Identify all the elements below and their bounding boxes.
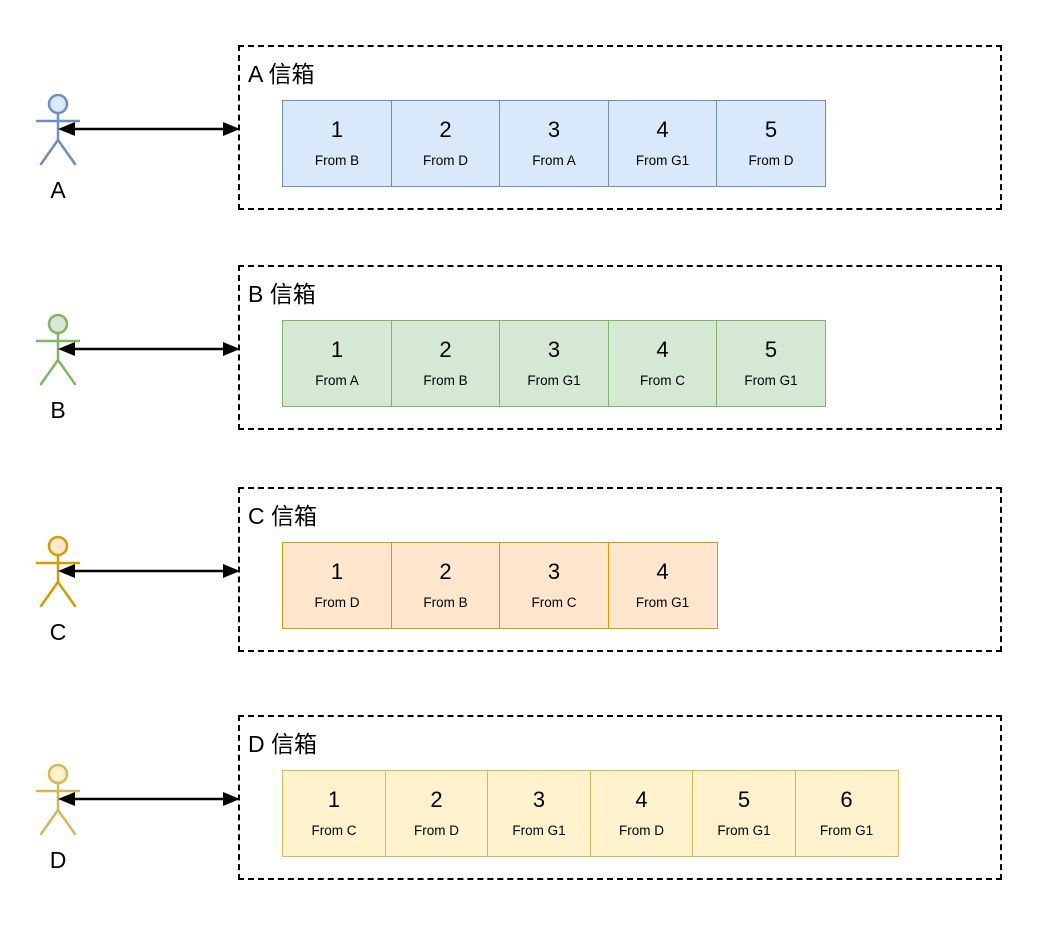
slot-number: 3 bbox=[532, 787, 546, 813]
mailbox-slots: 1 From D 2 From B 3 From C 4 From G1 bbox=[282, 542, 718, 629]
mailbox-slot: 1 From C bbox=[282, 770, 386, 857]
slot-from: From A bbox=[315, 373, 359, 389]
slot-number: 1 bbox=[327, 787, 341, 813]
stick-figure-actor-icon bbox=[35, 763, 81, 836]
slot-from: From G1 bbox=[635, 595, 690, 611]
mailbox-slot: 2 From D bbox=[384, 770, 489, 857]
slot-from: From G1 bbox=[819, 823, 874, 839]
slot-from: From G1 bbox=[744, 373, 798, 389]
slot-number: 5 bbox=[764, 117, 778, 143]
slot-number: 3 bbox=[547, 117, 561, 143]
actor-label: D bbox=[49, 847, 67, 873]
slot-number: 1 bbox=[330, 337, 344, 363]
mailbox-slot: 6 From G1 bbox=[794, 770, 899, 857]
bidirectional-arrow-icon bbox=[58, 342, 240, 356]
mailbox-slot: 4 From G1 bbox=[607, 542, 718, 629]
mailbox-title: C 信箱 bbox=[248, 503, 317, 529]
mailbox-box: A 信箱 1 From B 2 From D 3 From A 4 From G… bbox=[238, 45, 1002, 210]
mailbox-section-c: C C 信箱 1 From D 2 From B 3 From C 4 From… bbox=[0, 487, 1058, 657]
mailbox-slots: 1 From A 2 From B 3 From G1 4 From C 5 F… bbox=[282, 320, 826, 407]
slot-from: From D bbox=[314, 595, 360, 611]
mailbox-title: A 信箱 bbox=[248, 61, 315, 87]
mailbox-slot: 2 From B bbox=[390, 320, 501, 407]
stick-figure-actor-icon bbox=[35, 313, 81, 386]
mailbox-slot: 3 From G1 bbox=[487, 770, 591, 857]
slot-number: 3 bbox=[547, 337, 561, 363]
slot-number: 1 bbox=[330, 117, 344, 143]
bidirectional-arrow-icon bbox=[58, 792, 240, 806]
mailbox-slot: 3 From G1 bbox=[499, 320, 609, 407]
mailbox-slot: 1 From B bbox=[282, 100, 392, 187]
slot-from: From G1 bbox=[512, 823, 566, 839]
slot-number: 4 bbox=[635, 787, 648, 813]
slot-number: 1 bbox=[330, 559, 344, 585]
bidirectional-arrow-icon bbox=[58, 122, 240, 136]
slot-number: 4 bbox=[656, 559, 669, 585]
slot-number: 2 bbox=[430, 787, 443, 813]
mailbox-slots: 1 From C 2 From D 3 From G1 4 From D 5 F… bbox=[282, 770, 899, 857]
slot-from: From G1 bbox=[527, 373, 581, 389]
mailbox-slot: 2 From D bbox=[390, 100, 501, 187]
mailbox-slot: 5 From G1 bbox=[716, 320, 826, 407]
mailbox-slot: 2 From B bbox=[390, 542, 501, 629]
mailbox-slot: 5 From D bbox=[716, 100, 826, 187]
slot-number: 5 bbox=[764, 337, 778, 363]
slot-number: 2 bbox=[439, 337, 452, 363]
slot-from: From D bbox=[619, 823, 664, 839]
slot-number: 5 bbox=[737, 787, 751, 813]
actor-label: B bbox=[50, 397, 66, 423]
slot-number: 6 bbox=[840, 787, 853, 813]
mailbox-slot: 3 From A bbox=[499, 100, 609, 187]
slot-from: From G1 bbox=[635, 153, 690, 169]
mailbox-section-d: D D 信箱 1 From C 2 From D 3 From G1 4 Fro… bbox=[0, 715, 1058, 885]
slot-from: From B bbox=[423, 373, 468, 389]
slot-from: From D bbox=[748, 153, 794, 169]
stick-figure-actor-icon bbox=[35, 535, 81, 608]
slot-from: From D bbox=[423, 153, 468, 169]
mailbox-section-b: B B 信箱 1 From A 2 From B 3 From G1 4 Fro… bbox=[0, 265, 1058, 435]
slot-from: From A bbox=[532, 153, 576, 169]
stick-figure-actor-icon bbox=[35, 93, 81, 166]
slot-number: 3 bbox=[547, 559, 561, 585]
mailbox-box: B 信箱 1 From A 2 From B 3 From G1 4 From … bbox=[238, 265, 1002, 430]
mailbox-title: D 信箱 bbox=[248, 731, 317, 757]
mailbox-slot: 4 From G1 bbox=[607, 100, 718, 187]
mailbox-slot: 1 From D bbox=[282, 542, 392, 629]
slot-from: From G1 bbox=[717, 823, 771, 839]
mailbox-title: B 信箱 bbox=[248, 281, 316, 307]
mailbox-slot: 4 From D bbox=[589, 770, 694, 857]
actor-label: A bbox=[50, 177, 66, 203]
mailbox-slot: 1 From A bbox=[282, 320, 392, 407]
slot-from: From B bbox=[423, 595, 468, 611]
slot-from: From C bbox=[311, 823, 357, 839]
mailbox-section-a: A A 信箱 1 From B 2 From D 3 From A 4 From… bbox=[0, 45, 1058, 215]
slot-number: 4 bbox=[656, 117, 669, 143]
slot-number: 2 bbox=[439, 559, 452, 585]
mailbox-slot: 4 From C bbox=[607, 320, 718, 407]
slot-number: 2 bbox=[439, 117, 452, 143]
slot-from: From D bbox=[414, 823, 459, 839]
mailbox-slot: 3 From C bbox=[499, 542, 609, 629]
mailbox-box: D 信箱 1 From C 2 From D 3 From G1 4 From … bbox=[238, 715, 1002, 880]
bidirectional-arrow-icon bbox=[58, 564, 240, 578]
mailbox-slots: 1 From B 2 From D 3 From A 4 From G1 5 F… bbox=[282, 100, 826, 187]
slot-number: 4 bbox=[656, 337, 669, 363]
slot-from: From B bbox=[314, 153, 360, 169]
mailbox-box: C 信箱 1 From D 2 From B 3 From C 4 From G… bbox=[238, 487, 1002, 652]
slot-from: From C bbox=[640, 373, 685, 389]
slot-from: From C bbox=[531, 595, 577, 611]
actor-label: C bbox=[49, 619, 67, 645]
mailbox-slot: 5 From G1 bbox=[692, 770, 796, 857]
